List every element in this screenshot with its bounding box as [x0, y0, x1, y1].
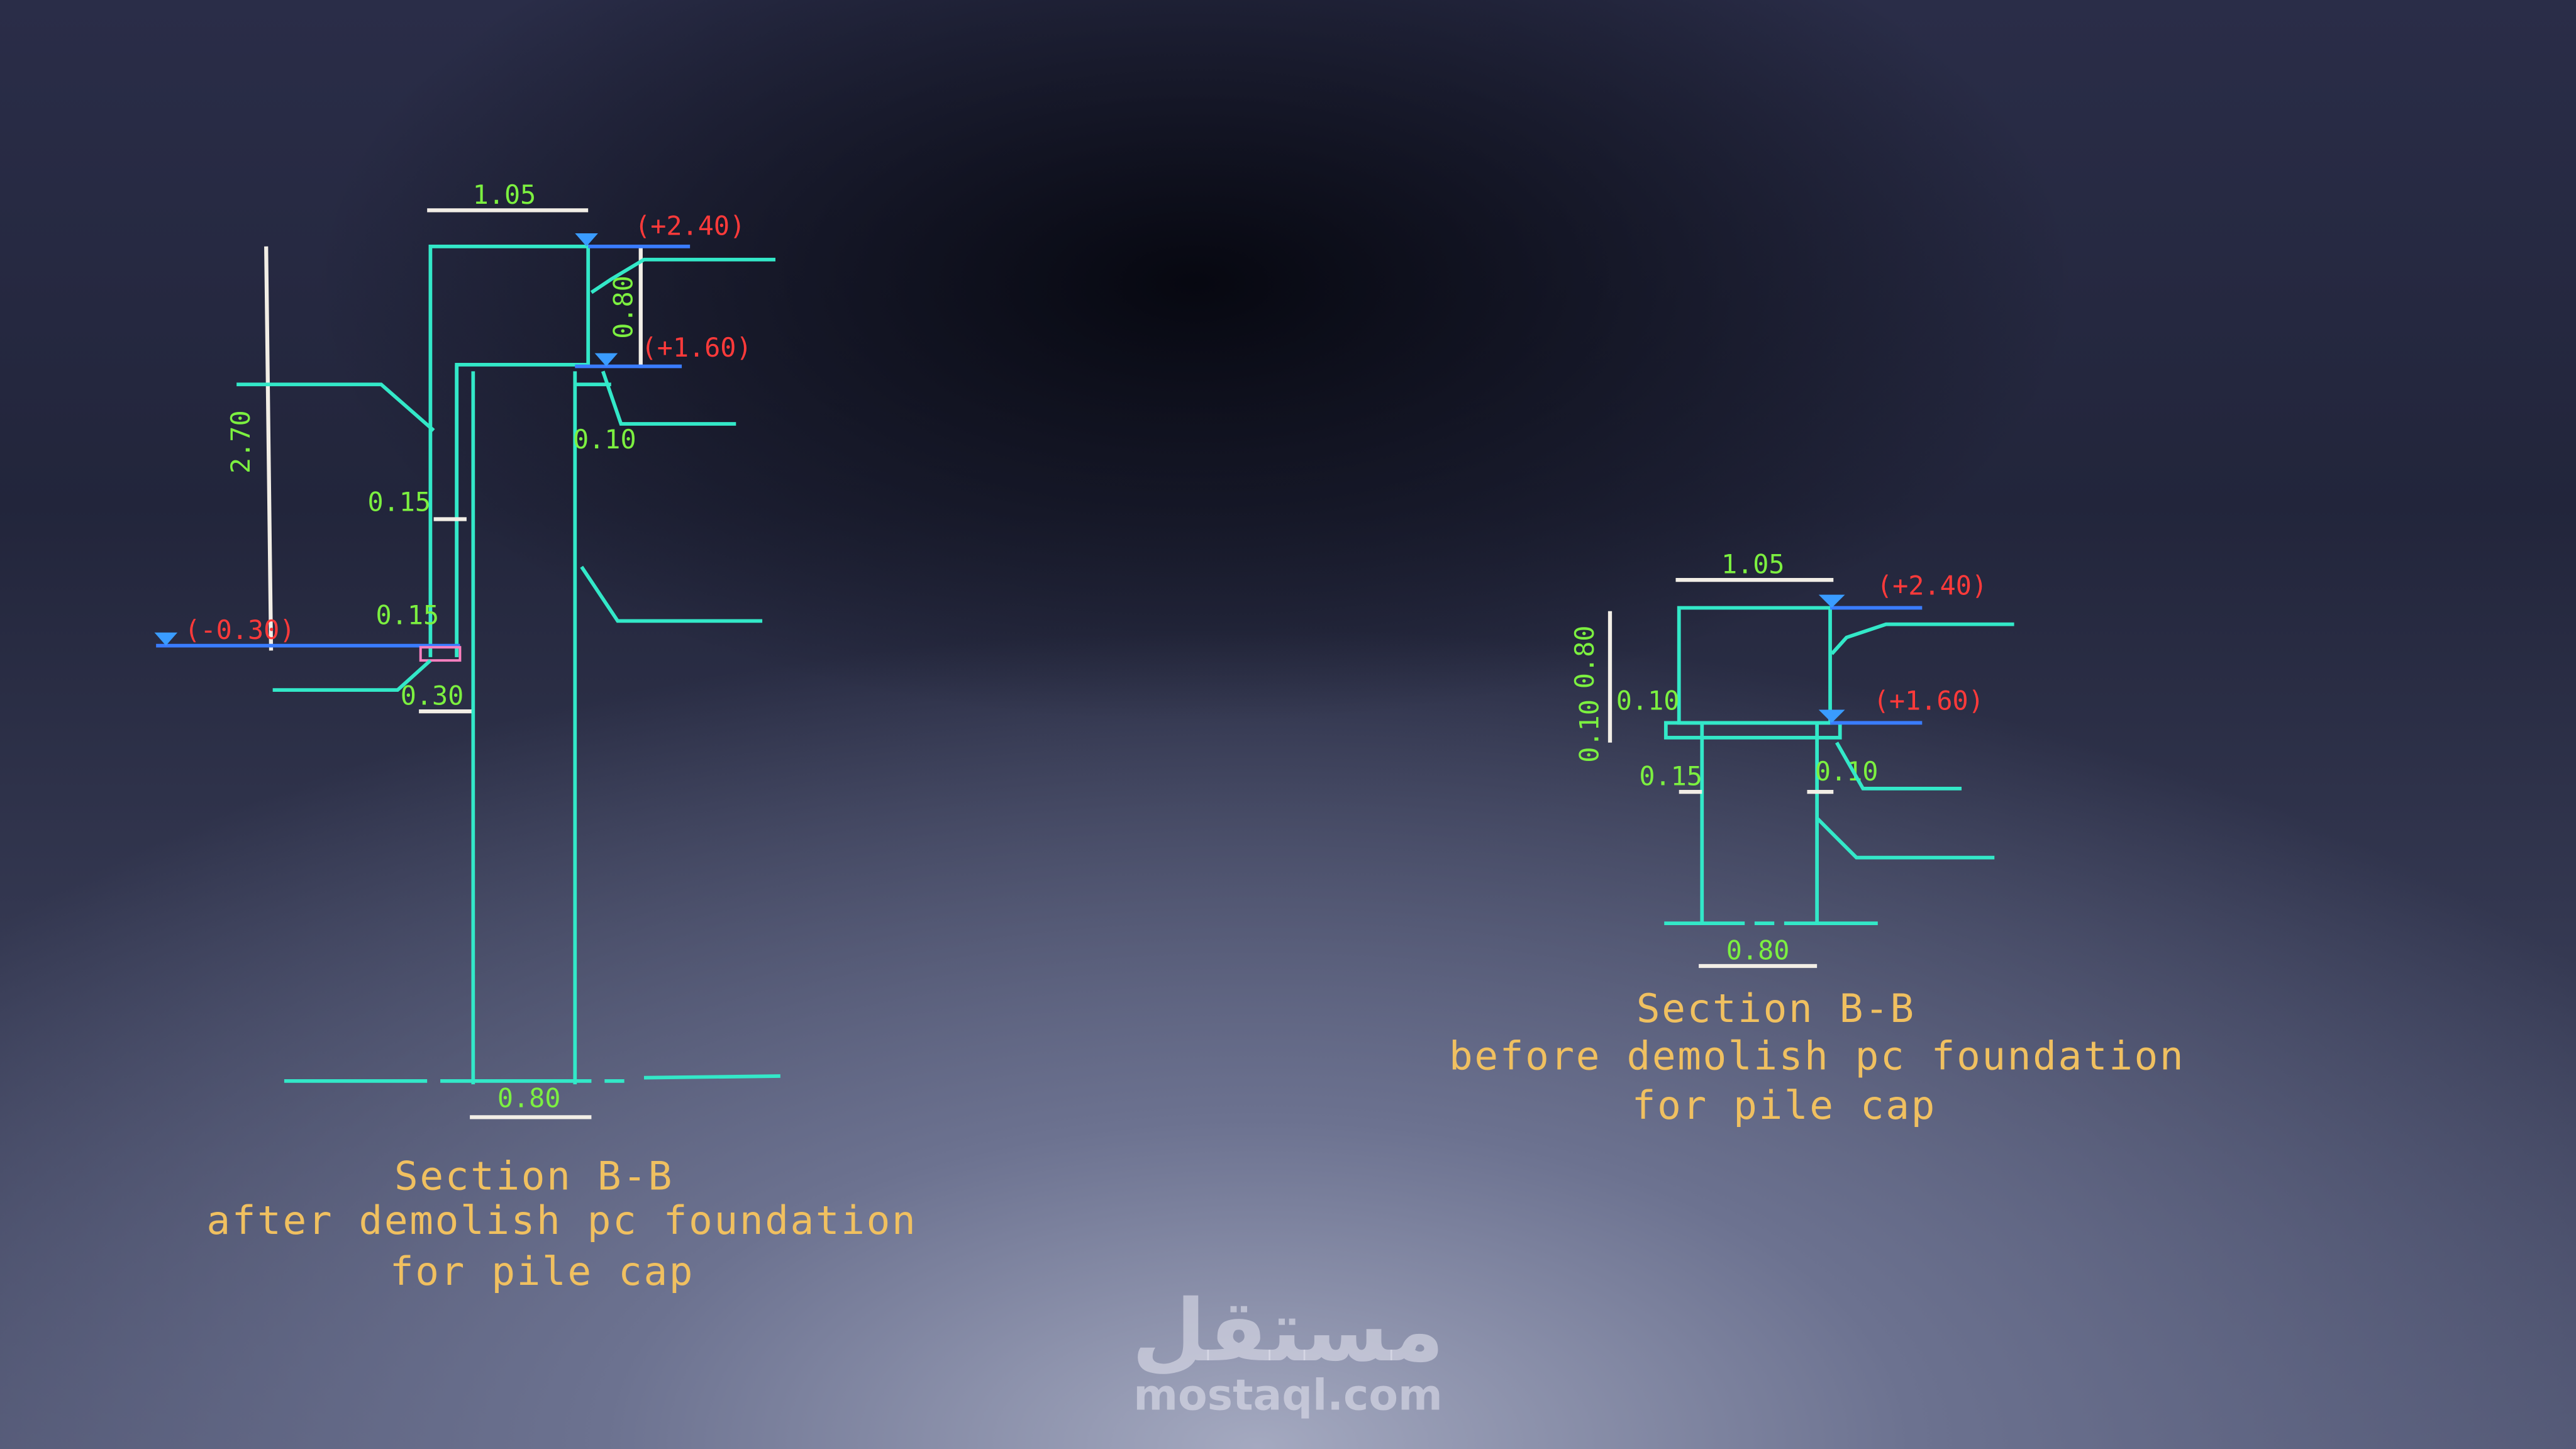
note-leader — [236, 382, 435, 432]
hatch-block — [419, 646, 462, 662]
dim-label: 0.15 — [367, 486, 431, 517]
elevation-mid: (+1.60) — [641, 332, 752, 363]
elevation-top: (+2.40) — [1877, 570, 1987, 601]
pile-cap-outline — [1677, 606, 1832, 725]
caption-line: for pile cap — [1632, 1082, 1936, 1128]
level-marker-icon — [594, 353, 618, 367]
elevation-mid: (+1.60) — [1874, 685, 1984, 716]
watermark-arabic: مستقل — [1132, 1282, 1445, 1381]
watermark-latin: mostaql.com — [1133, 1370, 1442, 1420]
watermark-logo: مستقل mostaql.com — [1132, 1282, 1445, 1420]
dim-height-cap: 0.80 — [1569, 626, 1600, 689]
dim-line-height — [264, 246, 274, 651]
pile-cap-outline — [428, 244, 591, 657]
note-leader — [590, 257, 775, 294]
dim-width-top: 1.05 — [473, 179, 536, 210]
dim-height-cap: 0.80 — [608, 275, 639, 339]
note-leader — [580, 565, 763, 623]
caption-title: Section B-B — [394, 1153, 674, 1199]
caption-line: before demolish pc foundation — [1449, 1033, 2185, 1079]
elevation-ground: (-0.30) — [184, 614, 295, 645]
dim-label: 0.15 — [1639, 761, 1702, 792]
level-marker-icon — [154, 632, 178, 646]
dim-label: 0.15 — [376, 600, 440, 631]
note-leader — [1835, 741, 1962, 791]
caption-line: for pile cap — [390, 1248, 694, 1294]
dim-width-top: 1.05 — [1721, 549, 1785, 580]
note-leader — [1816, 816, 1995, 860]
blinding-layer — [1663, 721, 1842, 740]
level-marker-icon — [575, 233, 598, 247]
note-leader — [601, 370, 736, 426]
dim-label: 0.10 — [1616, 685, 1680, 716]
level-marker-icon — [1818, 709, 1845, 723]
elevation-top: (+2.40) — [635, 211, 745, 242]
dim-height-blind: 0.10 — [1574, 699, 1605, 763]
dim-width-bottom: 0.80 — [497, 1083, 561, 1114]
caption-title: Section B-B — [1636, 985, 1916, 1031]
dim-label: 0.30 — [401, 680, 464, 711]
caption-line: after demolish pc foundation — [206, 1197, 917, 1243]
left-section: 1.05 0.80 2.70 0.80 (+2.40) (+1.60) (-0.… — [154, 179, 917, 1294]
dim-label: 0.10 — [573, 424, 636, 455]
dim-width-bottom: 0.80 — [1726, 935, 1790, 966]
right-section: 1.05 0.80 0.80 0.10 (+2.40) (+1.60) 0.10… — [1449, 549, 2185, 1128]
ground-line-right — [643, 1074, 780, 1080]
dim-height-total: 2.70 — [225, 410, 256, 474]
level-marker-icon — [1818, 594, 1845, 608]
note-leader — [1830, 622, 2014, 655]
note-leader — [272, 658, 432, 692]
